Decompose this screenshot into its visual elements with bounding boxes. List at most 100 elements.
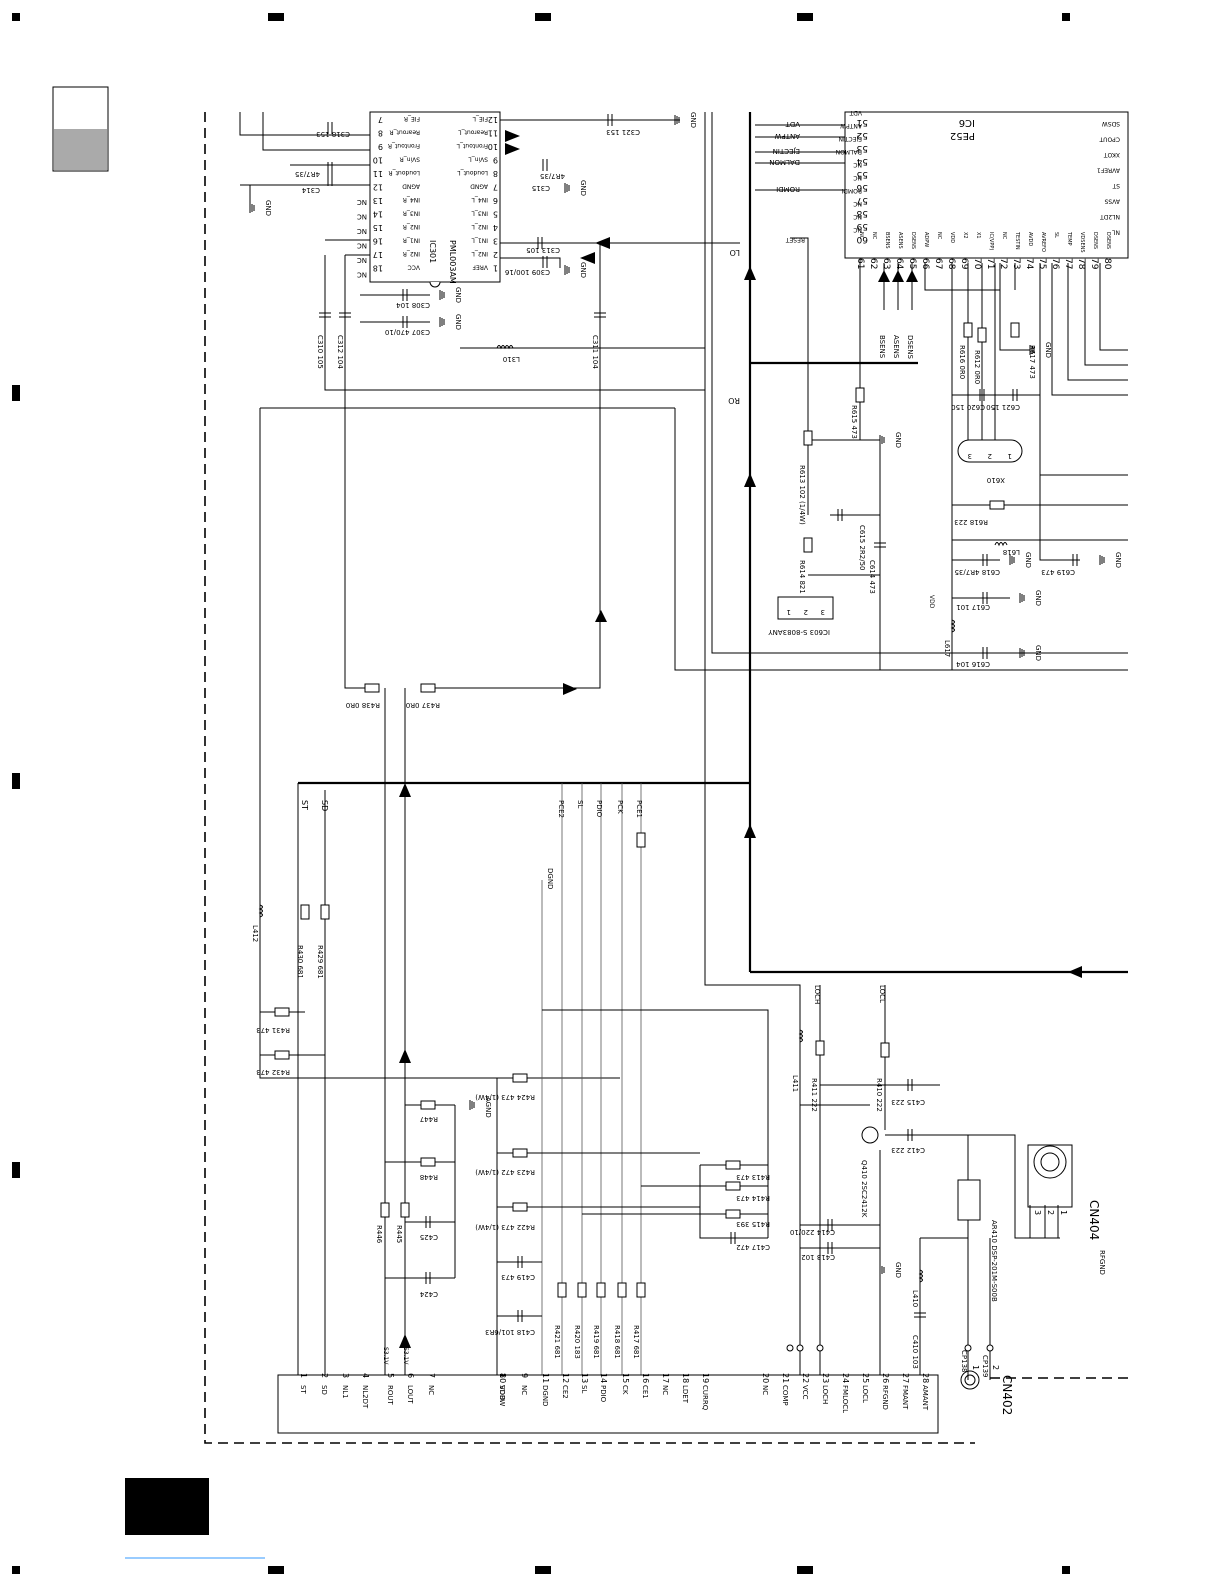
ground-icon <box>249 203 255 213</box>
ic601-bottom-pin-number: 64 <box>894 258 904 270</box>
cn402-pin-number: 15 <box>621 1373 630 1383</box>
ic601-net-label: DALMON <box>769 158 800 166</box>
r618 <box>989 500 1005 510</box>
cn402-pin-label: NC <box>761 1385 769 1395</box>
l310-label: L310 <box>503 355 520 363</box>
c415 <box>907 1079 913 1091</box>
c617 <box>982 592 988 604</box>
r411-label: R411 222 <box>810 1078 818 1112</box>
reg-mark <box>12 773 20 789</box>
net-pce1: PCE1 <box>635 800 643 818</box>
ic301-right-pin-label: IN3_L <box>471 210 488 217</box>
ic601-left-pin-label: ANTPW <box>840 122 862 129</box>
r423 <box>512 1148 528 1158</box>
c417 <box>730 1232 736 1244</box>
cap-4r7-right <box>542 159 548 171</box>
ic601-bottom-pin-number: 80 <box>1102 258 1112 270</box>
ic601-left-pin-number: 54 <box>856 156 868 166</box>
l411-label: L411 <box>791 1075 799 1092</box>
cn402-pin-label: SDBW <box>498 1385 506 1406</box>
ic301-left-pin-number: 18 <box>373 264 383 273</box>
ic601-bottom-pin-number: 74 <box>1024 258 1034 270</box>
c412-label: C412 223 <box>891 1146 925 1154</box>
cn402-pin-number: 16 <box>641 1373 650 1383</box>
cp138-label: CP138 <box>960 1350 968 1372</box>
ground-icon <box>1009 555 1015 565</box>
ic601-bottom-pin-label: NC <box>1001 232 1007 240</box>
cn402-voltage-label: S3.1V <box>382 1347 389 1365</box>
cn402-pin-label: LOCL <box>861 1385 869 1403</box>
cn402-pin-number: 8 <box>498 1373 507 1378</box>
r4r7-right-label: 4R7/35 <box>540 172 565 180</box>
ic601-left-pin-label: EJECTIN <box>839 135 862 142</box>
ic601-left-pin-number: 58 <box>856 208 868 218</box>
c313-label: C313 105 <box>526 246 560 254</box>
c314-label: C314 <box>301 186 320 194</box>
ic601-bottom-pin-label: X2 <box>962 232 968 239</box>
ic601-bottom-pin-label: VDD <box>949 232 955 243</box>
cn402-pin-number: 5 <box>386 1373 395 1378</box>
ic601-left-pin-label: NC <box>853 161 862 168</box>
r617 <box>1010 322 1020 338</box>
ic601-part: PE52 <box>950 130 975 141</box>
r438-label: R438 0R0 <box>346 701 380 709</box>
r429-label: R429 681 <box>316 945 324 979</box>
cn402-pin-label: NL1 <box>341 1385 349 1399</box>
reg-mark <box>268 13 284 21</box>
ic601-right-pin-label: CPOUT <box>1099 136 1120 143</box>
nc-label: NC <box>357 242 367 250</box>
c311 <box>594 312 606 318</box>
r447-label: R447 <box>420 1115 438 1123</box>
r414 <box>725 1181 741 1191</box>
cn402-pin-number: 28 <box>921 1373 930 1383</box>
ground-label: GND <box>1034 590 1042 606</box>
ground-label: GND <box>1024 552 1032 568</box>
cn402-pin-number: 4 <box>361 1373 370 1378</box>
ic601-bottom-pin-label: ASENS <box>897 232 903 249</box>
net-asens: ASENS <box>892 335 900 359</box>
ground-label: GND <box>1044 342 1052 358</box>
ic301-right-pin-label: IN2_L <box>471 223 488 230</box>
ground-label: GND <box>894 1262 902 1278</box>
r4r7-left-label: 4R7/35 <box>295 170 320 178</box>
ic601-bottom-pin-number: 71 <box>985 258 995 269</box>
r430-label: R430 681 <box>296 945 304 979</box>
c318-label: C318 153 <box>316 130 350 138</box>
ic301-right-pin-label: VREF <box>472 264 488 271</box>
ic601-bottom-pin-label: X1 <box>975 232 981 239</box>
r616 <box>963 322 973 338</box>
net-dgnd: DGND <box>546 868 554 889</box>
cn402-pin-label: SL <box>580 1385 588 1393</box>
ic601-bottom-pin-label: BSENS <box>884 232 890 249</box>
cn402-pin-label: CK <box>621 1385 629 1395</box>
rfgnd-label: RFGND <box>1098 1250 1106 1275</box>
ic301-left-pin-label: FIE_R <box>404 115 420 122</box>
ic301-right-pin-number: 12 <box>488 115 498 124</box>
c309 <box>542 256 548 268</box>
r431-label: R431 473 <box>256 1026 290 1034</box>
c618-label: C618 4R7/35 <box>954 568 1000 576</box>
cn402-body <box>277 1374 939 1434</box>
r424 <box>512 1073 528 1083</box>
r612-label: R612 0R0 <box>973 350 981 384</box>
ic301-left-pin-number: 8 <box>378 129 383 138</box>
ic301-left-pin-number: 15 <box>373 223 383 232</box>
cn402-pin-number: 22 <box>801 1373 810 1383</box>
net-ro: RO <box>728 396 740 405</box>
cn402-pin-number: 13 <box>580 1373 589 1383</box>
signal-arrows <box>399 130 1082 1348</box>
ic301-left-pin-label: Rearout_R <box>389 129 420 136</box>
antenna-jack-icon <box>960 1370 980 1390</box>
nc-label: NC <box>357 213 367 221</box>
c620 <box>979 389 985 401</box>
ic301-left-pin-label: IN4_R <box>403 196 420 203</box>
net-pdio: PDIO <box>595 800 603 818</box>
r417 <box>636 1282 646 1298</box>
reg-mark <box>535 1566 551 1574</box>
c614-label: C614 473 <box>868 560 876 594</box>
ic601-bottom-pin-label: AVREFO <box>1040 232 1046 252</box>
c619-label: C619 473 <box>1041 568 1075 576</box>
ground-icon <box>439 290 445 300</box>
q410-transistor <box>861 1126 879 1144</box>
ic601-left-pin-label: NC <box>853 213 862 220</box>
